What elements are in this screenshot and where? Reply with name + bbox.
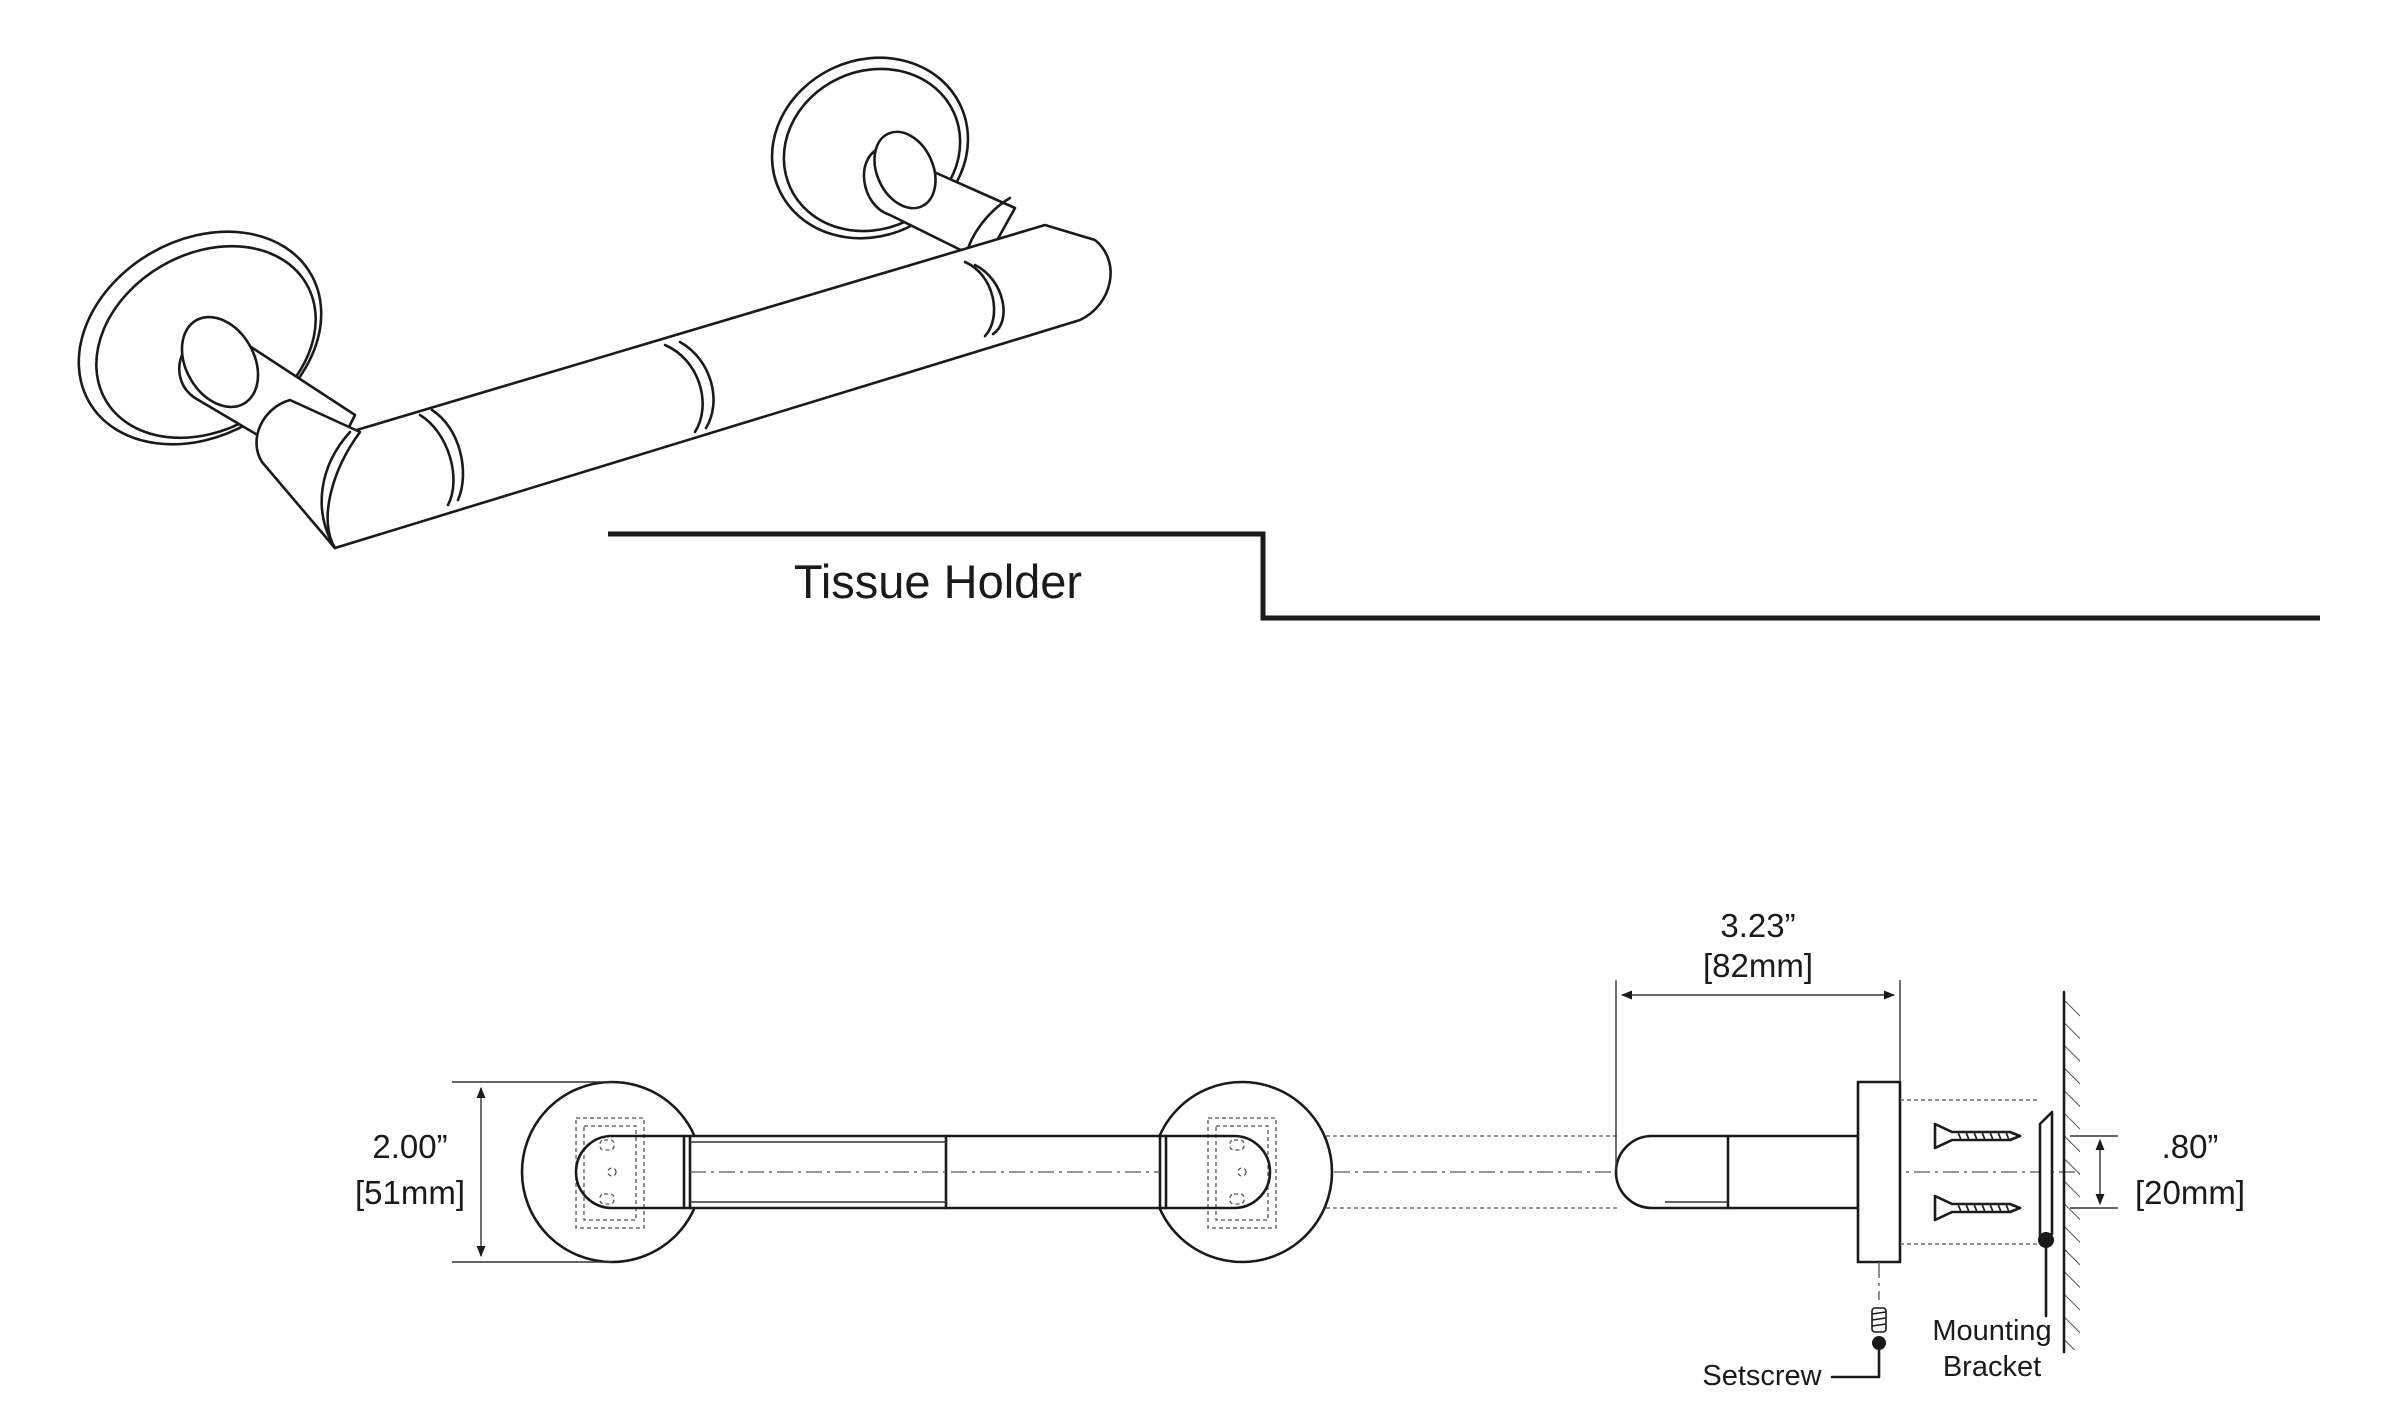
side-view: 3.23” [82mm] .80” [20mm] Setscrew Mounti… [1614, 907, 2245, 1392]
setscrew-label: Setscrew [1702, 1360, 1822, 1392]
spacing-dim-inches: .80” [2162, 1128, 2219, 1165]
side-post [1614, 1134, 1860, 1210]
front-bar [682, 1134, 1168, 1210]
projection-dim-inches: 3.23” [1720, 907, 1795, 944]
right-rosette [1150, 1080, 1334, 1264]
page-title: Tissue Holder [794, 555, 1082, 608]
wall [2062, 990, 2080, 1354]
mounting-label-line1: Mounting [1932, 1315, 2051, 1347]
left-post [178, 315, 362, 550]
main-bar [309, 223, 1112, 550]
left-rosette [520, 1080, 704, 1264]
setscrew-callout: Setscrew [1702, 1262, 1887, 1392]
mounting-bracket [2038, 1110, 2054, 1240]
mounting-bracket-callout: Mounting Bracket [1932, 1232, 2054, 1383]
height-dim-mm: [51mm] [355, 1174, 465, 1211]
height-dimension: 2.00” [51mm] [355, 1081, 612, 1263]
side-flange [1856, 1080, 1902, 1264]
projection-dim-mm: [82mm] [1703, 947, 1813, 984]
projection-dimension: 3.23” [82mm] [1615, 907, 1901, 1170]
screw-upper [1933, 1122, 2022, 1150]
isometric-view [77, 56, 1112, 550]
front-view: 2.00” [51mm] [355, 1080, 2075, 1264]
height-dim-inches: 2.00” [372, 1128, 447, 1165]
spacing-dim-mm: [20mm] [2135, 1174, 2245, 1211]
screw-lower [1933, 1194, 2022, 1222]
screw-spacing-dimension: .80” [20mm] [2070, 1128, 2245, 1211]
mounting-label-line2: Bracket [1943, 1351, 2041, 1383]
title-frame-line [608, 531, 2320, 621]
